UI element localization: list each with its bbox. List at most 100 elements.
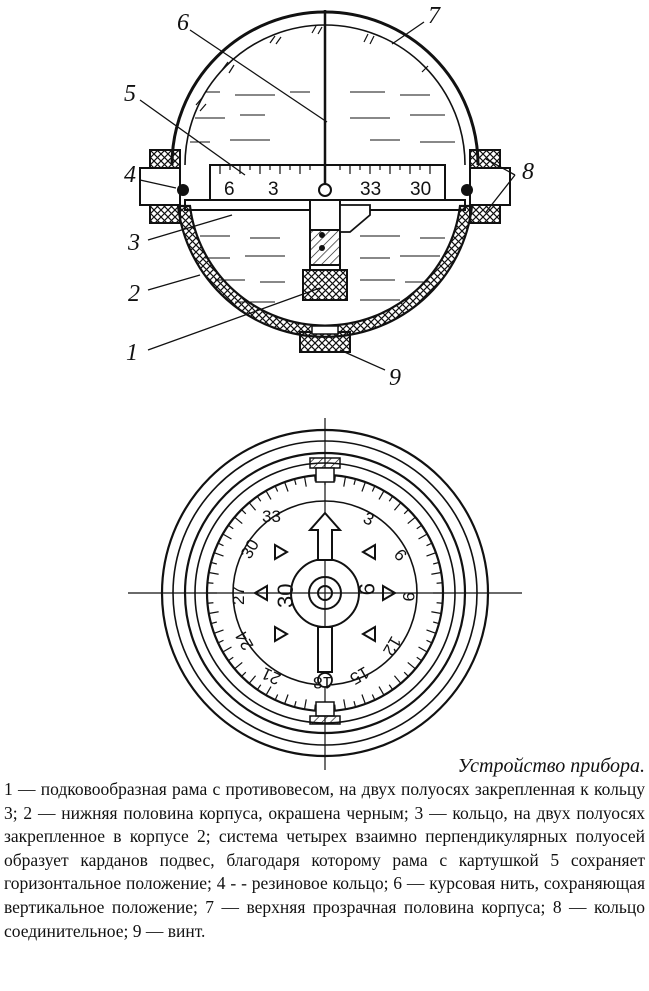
dial-tick: [361, 694, 366, 705]
dial-tick: [334, 704, 336, 711]
dial-center-30: 30: [273, 584, 298, 608]
dial-tick: [378, 686, 385, 696]
dial-tick: [378, 490, 385, 500]
dial-15: 15: [347, 663, 373, 689]
label-8: 8: [522, 159, 534, 185]
dial-tick: [393, 675, 402, 684]
dial-tick: [431, 611, 442, 615]
card-scale-33: 33: [360, 179, 381, 200]
dial-tick: [426, 552, 437, 557]
dial-tick: [353, 478, 357, 485]
label-5: 5: [124, 81, 136, 107]
dial-18: 18: [313, 673, 332, 692]
label-6: 6: [177, 10, 189, 36]
dial-tick: [361, 481, 366, 492]
dial-tick: [426, 629, 437, 634]
card-scale-6: 6: [224, 179, 235, 200]
dial-tick: [274, 694, 279, 701]
dial-tick: [436, 602, 443, 604]
dial-tick: [418, 646, 428, 653]
dial-tick: [227, 524, 234, 530]
dial-tick: [217, 542, 224, 547]
label-3: 3: [127, 230, 140, 256]
dial-tick: [284, 694, 289, 705]
dial-tick: [343, 699, 347, 710]
dial-tick: [303, 476, 307, 487]
dial-tick: [241, 671, 247, 677]
dial-12: 12: [379, 633, 405, 659]
dial-tick: [388, 684, 394, 691]
dial-tick: [388, 495, 394, 502]
card-scale-3: 3: [268, 179, 279, 200]
dial-tick: [293, 701, 297, 708]
caption: Устройство прибора. 1 — подковообразная …: [4, 754, 645, 943]
caption-title: Устройство прибора.: [457, 755, 645, 777]
dial-27: 27: [229, 586, 248, 605]
dial-tick: [334, 475, 336, 482]
dial-6: 6: [390, 545, 411, 564]
dial-tick: [210, 561, 217, 565]
dial-tick: [371, 485, 376, 492]
dial-tick: [248, 502, 257, 511]
caption-body: 1 — подковообразная рама с противовесом,…: [4, 779, 645, 941]
dial-tick: [426, 542, 433, 547]
dial-tick: [222, 646, 232, 653]
dial-tick: [371, 694, 376, 701]
dial-21: 21: [259, 663, 284, 688]
dial-tick: [256, 684, 262, 691]
sectional-view: 6 3 33 30 6 7 5 4: [124, 3, 534, 391]
dial-tick: [248, 675, 257, 684]
dial-tick: [234, 516, 243, 525]
dial-tick: [207, 582, 214, 584]
dial-tick: [418, 533, 428, 540]
card-scale-30: 30: [410, 179, 431, 200]
dial-tick: [213, 552, 224, 557]
dial-tick: [256, 495, 262, 502]
dial-tick: [353, 701, 357, 708]
dial-tick: [265, 490, 272, 500]
dial-tick: [210, 621, 217, 625]
dial-tick: [403, 509, 409, 515]
dial-24: 24: [232, 628, 258, 654]
dial-tick: [407, 661, 416, 670]
dial-tick: [431, 571, 442, 575]
dial-center-9: 9: [354, 583, 379, 595]
dial-30: 30: [237, 536, 263, 562]
dial-3: 3: [360, 508, 377, 529]
dial-9: 9: [399, 592, 418, 601]
dial-tick: [343, 476, 347, 487]
label-2: 2: [128, 281, 140, 307]
dial-tick: [293, 478, 297, 485]
top-view: 33 3 6 9 12 15 18 21 24 27 30 30 9: [128, 418, 522, 770]
label-4: 4: [124, 162, 136, 188]
label-7: 7: [428, 3, 441, 29]
dial-tick: [407, 516, 416, 525]
dial-tick: [393, 502, 402, 511]
dial-tick: [222, 533, 232, 540]
dial-tick: [433, 561, 440, 565]
dial-tick: [241, 509, 247, 515]
dial-tick: [314, 475, 316, 482]
dial-tick: [284, 481, 289, 492]
dial-tick: [227, 656, 234, 662]
dial-tick: [436, 582, 443, 584]
dial-tick: [217, 639, 224, 644]
dial-tick: [208, 611, 219, 615]
dial-tick: [208, 571, 219, 575]
dial-tick: [403, 671, 409, 677]
dial-tick: [274, 485, 279, 492]
dial-tick: [207, 602, 214, 604]
dial-tick: [416, 656, 423, 662]
dial-tick: [303, 699, 307, 710]
dial-tick: [314, 704, 316, 711]
dial-tick: [213, 629, 224, 634]
label-1: 1: [126, 340, 138, 366]
dial-tick: [265, 686, 272, 696]
dial-tick: [426, 639, 433, 644]
label-9: 9: [389, 365, 401, 391]
dial-tick: [433, 621, 440, 625]
dial-tick: [416, 524, 423, 530]
dial-tick: [234, 661, 243, 670]
dial-33: 33: [262, 507, 281, 526]
